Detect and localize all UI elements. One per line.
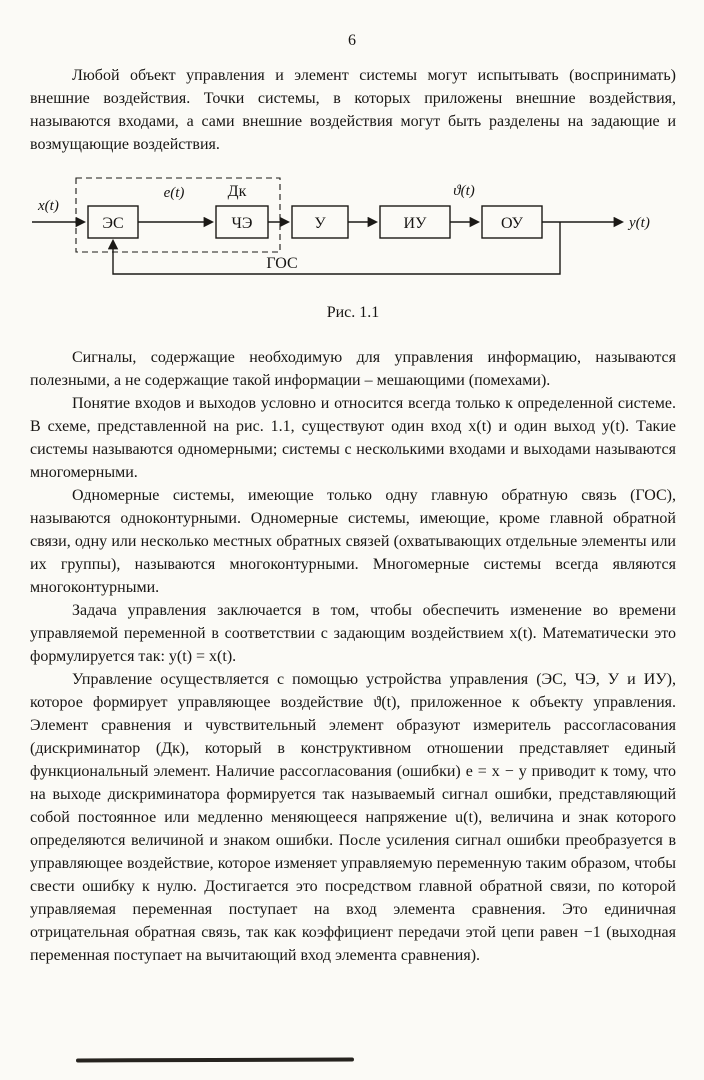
block-es <box>87 205 139 239</box>
signal-lines <box>32 216 625 275</box>
block-ou-label: ОУ <box>501 215 524 232</box>
block-che-label: ЧЭ <box>232 215 253 232</box>
block-u-label: У <box>314 215 326 232</box>
paragraph-2: Сигналы, содержащие необходимую для упра… <box>30 349 676 389</box>
discriminator-label: Дк <box>228 183 247 200</box>
block-ou <box>481 205 543 239</box>
paragraph-5: Задача управления заключается в том, что… <box>30 602 676 665</box>
control-system-block-diagram: ЭС ЧЭ У ИУ ОУ x(t) e(t) Дк ϑ(t) y(t) ГОС <box>32 177 650 275</box>
error-signal-label: e(t) <box>164 185 185 201</box>
scan-artifact-line <box>75 1057 355 1063</box>
input-signal-label: x(t) <box>37 198 59 214</box>
output-signal-label: y(t) <box>627 215 650 231</box>
paragraph-1: Любой объект управления и элемент систем… <box>30 67 676 153</box>
figure-1-1: ЭС ЧЭ У ИУ ОУ x(t) e(t) Дк ϑ(t) y(t) ГОС… <box>30 170 676 324</box>
block-che <box>215 205 269 239</box>
block-es-label: ЭС <box>102 215 123 232</box>
figure-caption: Рис. 1.1 <box>326 304 380 321</box>
paragraph-4: Одномерные системы, имеющие только одну … <box>30 487 676 596</box>
blocks <box>87 205 543 239</box>
feedback-label: ГОС <box>266 255 297 272</box>
paragraph-3: Понятие входов и выходов условно и относ… <box>30 395 676 481</box>
paragraph-6: Управление осуществляется с помощью устр… <box>30 671 676 964</box>
signal-labels: x(t) e(t) Дк ϑ(t) y(t) ГОС <box>37 183 650 272</box>
block-iu <box>379 205 451 239</box>
block-u <box>291 205 349 239</box>
body-text: Любой объект управления и элемент систем… <box>30 64 676 967</box>
page-number: 6 <box>348 32 356 49</box>
block-labels: ЭС ЧЭ У ИУ ОУ <box>102 215 523 232</box>
feedback-line <box>107 222 561 275</box>
control-signal-label: ϑ(t) <box>453 183 475 199</box>
discriminator-dashed-outline <box>75 177 281 253</box>
block-iu-label: ИУ <box>404 215 428 232</box>
